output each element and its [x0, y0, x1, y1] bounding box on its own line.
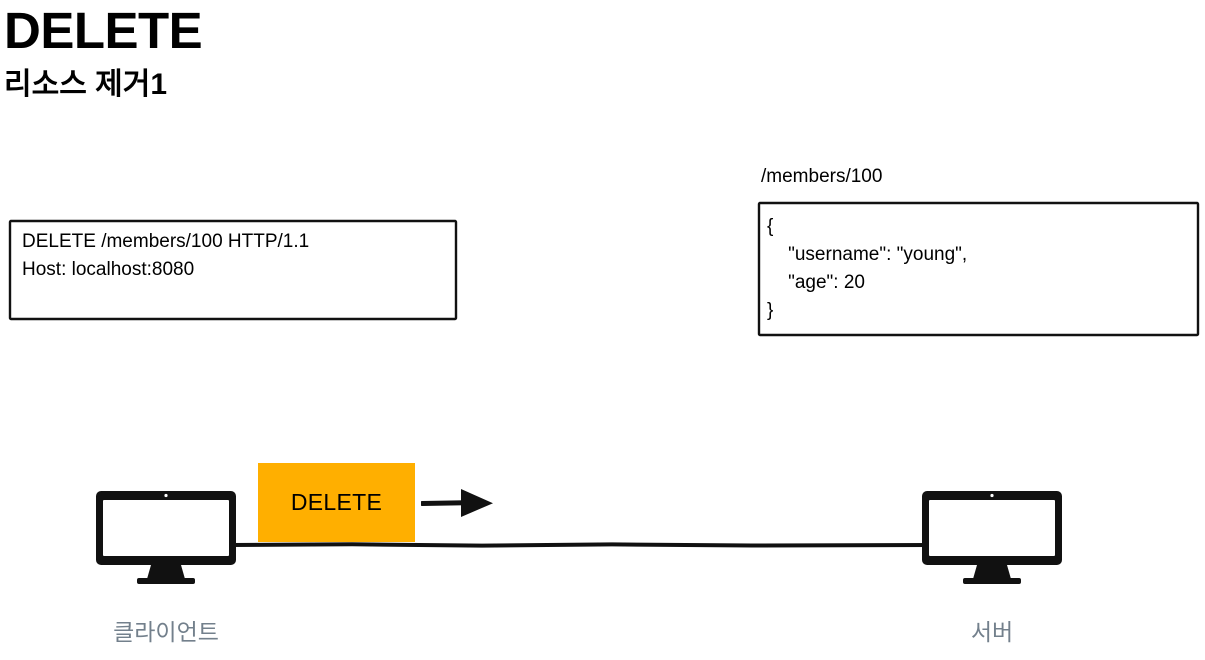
connection-line [232, 542, 932, 548]
page-title: DELETE [4, 2, 203, 59]
page-subtitle: 리소스 제거1 [4, 68, 168, 101]
arrow-right-icon [421, 489, 493, 517]
http-request-text: DELETE /members/100 HTTP/1.1 Host: local… [22, 231, 310, 280]
http-method-badge[interactable]: DELETE [258, 463, 415, 542]
server-node-label: 서버 [970, 619, 1014, 645]
http-request-box: DELETE /members/100 HTTP/1.1 Host: local… [8, 219, 458, 321]
resource-json-text: { "username": "young", "age": 20 } [767, 216, 968, 321]
resource-path-label: /members/100 [761, 166, 883, 187]
resource-json-box: { "username": "young", "age": 20 } [757, 201, 1200, 337]
desktop-monitor-icon [922, 491, 1062, 584]
client-node-label: 클라이언트 [113, 619, 219, 645]
http-method-badge-label: DELETE [290, 489, 383, 515]
desktop-monitor-icon [96, 491, 236, 584]
